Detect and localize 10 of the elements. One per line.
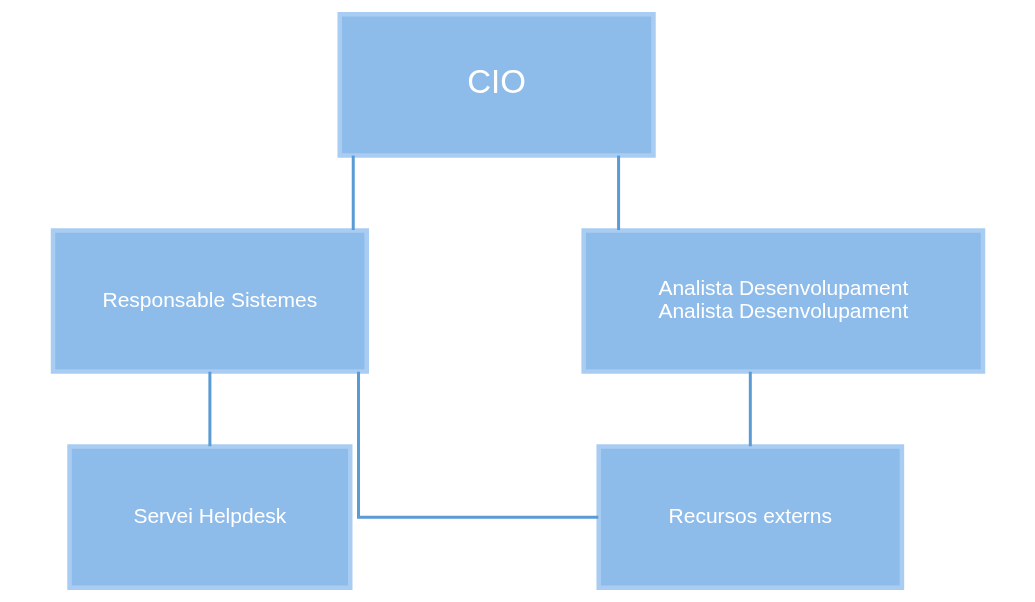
connector bbox=[351, 155, 355, 231]
node-box: Responsable Sistemes bbox=[50, 228, 369, 374]
connector bbox=[616, 155, 620, 231]
node-box: CIO bbox=[337, 12, 656, 158]
node-box: Recursos externs bbox=[595, 444, 904, 590]
node-box: Servei Helpdesk bbox=[66, 444, 352, 590]
connector bbox=[748, 371, 752, 447]
connector bbox=[356, 371, 598, 519]
node-box: Analista Desenvolupament Analista Desenvolupament bbox=[580, 228, 985, 374]
connector bbox=[207, 371, 211, 447]
